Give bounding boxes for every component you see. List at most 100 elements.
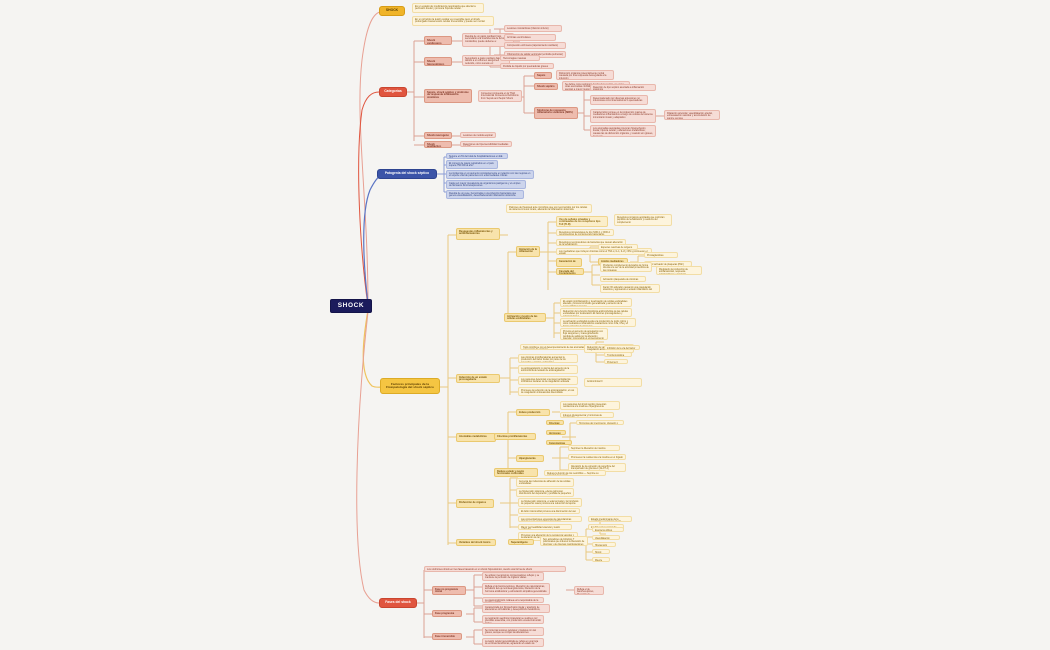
patogenia-item-4: Resulta de un cese, hemorragia o una inf…	[446, 190, 524, 199]
fac-proc-item-1: La anticoagulación no deriva del aumento…	[518, 365, 578, 374]
patogenia-item-2: La incidencia en un aumento constantemen…	[446, 170, 534, 179]
fac-endo-item-2: La activación endotelial ayuda a la prod…	[560, 318, 636, 327]
fac-reduce-funcionales[interactable]: Reduce estado y neutro funcionales corti…	[494, 468, 538, 477]
fac-respuestas-inflamatorias[interactable]: Respuestas inflamatorias y antiinflamato…	[456, 228, 500, 240]
fac-endo-item-1: Reducción de la función fisiológica anti…	[560, 308, 632, 317]
cat-sirs-extra-0: Dilatación arteriolar, vasodilatación ar…	[664, 110, 720, 120]
cat-sirs[interactable]: Síndrome de respuesta inflamatoria sisté…	[534, 107, 578, 119]
fac-citocinas-label[interactable]: Citocinas: TNF, IL-1	[546, 420, 564, 425]
fac-hormonas-label[interactable]: Hormonas: Glucocorticoides	[546, 430, 566, 435]
patogenia-item-1: El número de casos registrados en el paí…	[446, 160, 498, 169]
fac-induce-produccion[interactable]: Induce producción	[516, 409, 550, 416]
fac-proc-item-3: Promueve la reducción de la anticoagulac…	[518, 387, 578, 396]
fac-catecolaminas-label[interactable]: Catecolaminas	[546, 440, 572, 445]
fac-respuestas-intro: Patrones del huésped ante microbios que …	[506, 204, 592, 213]
fase-no-progresiva-inicial[interactable]: Fase no progresiva inicial	[432, 586, 466, 595]
fac-hiperglucemia[interactable]: Hiperglucemia	[516, 455, 544, 462]
fac-exantema-difuso: Exantema difuso	[592, 527, 624, 532]
cat-sepsis-desc-text: Disfunción orgánica potencialmente morta…	[556, 70, 614, 80]
fase-irreversible[interactable]: Fase irreversible	[432, 633, 462, 640]
fac-hiper-item-1: Promueven la resistencia a la insulina e…	[568, 454, 626, 460]
branch-chip-factores[interactable]: Factores principales de la Fisiopatologí…	[380, 378, 440, 394]
cat-shock-neurogeno[interactable]: Shock neurogeno	[424, 132, 452, 139]
cat-shock-septico[interactable]: Shock séptico	[534, 83, 558, 90]
fases-intro: Los síndromes shock en tres fases basand…	[424, 566, 566, 572]
fac-proc-item-8: Antitrombina III	[584, 378, 642, 387]
cat-sepsis-group[interactable]: Sepsis, shock séptico y síndrome de resp…	[424, 89, 472, 103]
fase-0-child-1: Refleja el de barorreceptores, liberació…	[482, 583, 550, 595]
cat-cardiogeno-child-1: Arritmias ventriculares	[504, 34, 556, 41]
branch-chip-fases-label: Fases del shock	[385, 600, 411, 605]
branch-chip-shock[interactable]: SHOCK	[379, 6, 405, 16]
cat-anafilactico-desc: Reacciones de hipersensibilidad mediadas…	[460, 141, 512, 147]
fac-disf-item-3: Mayor permeabilidad vascular y lesión en…	[518, 524, 572, 530]
root-node-shock[interactable]: SHOCK	[330, 299, 372, 313]
fac-variantes-shock-toxico[interactable]: Variantes del shock toxico	[456, 539, 496, 546]
fac-inic-item-0: Uso de señales situadas y continuadas de…	[556, 216, 608, 227]
fase-0-child-0: Se activan mecanismos compensadores refl…	[482, 572, 544, 581]
cat-sirs-child-2: Característico porque en la producción m…	[590, 109, 656, 123]
fac-iniciacion-inflamacion[interactable]: Iniciación de la inflamación	[516, 246, 540, 257]
fac-endo-item-3: Provoca el aumento de agregación con flu…	[560, 328, 608, 340]
cat-cardiogeno-child-2: Compresión extrínseca (taponamiento card…	[504, 42, 566, 49]
branch-chip-patogenia-label: Patogenia del shock séptico	[384, 171, 430, 176]
fac-cascada-complemento[interactable]: Cascada del Complemento	[556, 268, 584, 275]
fac-anomalias-metabolicas[interactable]: Anomalías metabólicas	[456, 433, 496, 442]
cat-sepsis[interactable]: Sepsis	[534, 72, 552, 79]
fac-induce-item-0: Los pacientes del shock séptico presenta…	[560, 401, 620, 410]
fac-endo-extra: Todo contribuye con el desempeoramiento …	[520, 344, 588, 350]
fac-proc-item-7: Proteína C	[604, 359, 628, 364]
fac-induccion-procoagulante[interactable]: Inducción de un estado procoagulante	[456, 374, 500, 383]
patogenia-item-3: Cada vez mayor prevalencia de organismos…	[446, 180, 526, 189]
fac-activacion-lesion-endotelial[interactable]: Activación y lesión de las células endot…	[504, 313, 546, 322]
branch-chip-shock-label: SHOCK	[385, 8, 399, 13]
cat-shock-cardiogeno[interactable]: Shock cardiogeno	[424, 36, 452, 45]
fac-disfuncion-organos[interactable]: Disfunción de órganos	[456, 499, 494, 508]
fac-citocinas-proinflamatorias[interactable]: Citocinas proinflamatorias	[494, 433, 536, 440]
fac-disf-item-1: El daño mitocondrial provoca una disminu…	[518, 508, 580, 514]
shock-note-0-text: Es un estado de insuficiencia respirator…	[415, 4, 476, 11]
fase-0-child-2: La vasoconstricción cutánea es la respon…	[482, 597, 544, 603]
branch-chip-patogenia[interactable]: Patogenia del shock séptico	[377, 169, 437, 179]
cat-hipovolemico-child-1: Pérdida de liquido por quemaduras graves	[500, 63, 554, 69]
fac-superantigeno[interactable]: Superantígeno	[508, 539, 534, 545]
patogenia-item-0: Supone el 2% del total de hospitalizacio…	[446, 153, 508, 159]
fase-2-child-0: Se inicia tras lesiones celulares y tisu…	[482, 627, 544, 636]
fac-endo-item-0: El estado proinflamatorio y la activació…	[560, 298, 632, 307]
fac-casc-item-1: Modulando la producción de antiflamatori…	[656, 266, 702, 275]
fac-disf-item-5: Estado predominante de la ventilación re…	[588, 516, 632, 522]
fac-casc-item-2: Activación plaquetaria de citocinas	[600, 276, 646, 282]
branch-chip-categorias[interactable]: Categorías	[379, 87, 407, 97]
fac-proc-item-6: Trombomodulina	[604, 352, 632, 357]
fac-vasodilatacion: Vasodilatación	[592, 535, 620, 540]
cat-sepsis-group-label: Sepsis, shock séptico y síndrome de resp…	[427, 90, 469, 100]
fase-2-child-1: La lesión celular generalizada se reflej…	[482, 638, 544, 647]
cat-shock-anafilactico[interactable]: Shock anafiláctico	[424, 141, 452, 148]
fac-proc-item-5: Inhibidor de la vía del factor tisular	[604, 345, 640, 350]
shock-note-1-text: En un principio la lesión celular es rev…	[415, 17, 486, 24]
cat-hipovolemico-child-0: Hemorragias masivas	[500, 55, 540, 61]
branch-chip-categorias-label: Categorías	[384, 89, 402, 94]
shock-note-1: En un principio la lesión celular es rev…	[412, 16, 494, 26]
fase-progresiva[interactable]: Fase progresiva	[432, 610, 462, 617]
fac-inic-item-3: Receptores reconocedores de bacterias qu…	[556, 239, 626, 246]
shock-note-0: Es un estado de insuficiencia respirator…	[412, 3, 484, 13]
fac-muerte-item: Muerte	[592, 557, 610, 562]
cat-shock-hipovolemico[interactable]: Shock hipovolémico	[424, 57, 452, 66]
root-node-label: SHOCK	[337, 302, 365, 310]
fac-disf-item-0: La hipotensión sistémica, el edema tisul…	[518, 498, 582, 507]
cat-sirs-child-0: Reacción de tipo séptico asociada a infl…	[590, 84, 656, 91]
fac-generacion-de[interactable]: Generación de	[556, 258, 582, 267]
cat-shock-cardiogeno-label: Shock cardiogeno	[427, 38, 442, 45]
fac-variantes-desc: Son activadores de linfocitos T policlon…	[540, 536, 588, 546]
fac-shock-item: Shock	[592, 549, 610, 554]
fac-reduce-item-1: Aumenta las moléculas de adhesión de las…	[516, 478, 574, 487]
fac-casc-item-3: Factor XII activador causando una coagul…	[600, 284, 660, 293]
branch-chip-factores-label: Factores principales de la Fisiopatologí…	[386, 381, 434, 389]
fac-gen-especies-oxigeno: Especies reactivas de oxígeno	[598, 244, 638, 250]
fac-prostaglandinas: Prostaglandinas	[644, 252, 678, 258]
branch-chip-fases[interactable]: Fases del shock	[379, 598, 417, 608]
cat-shock-hipovolemico-label: Shock hipovolémico	[427, 59, 445, 66]
